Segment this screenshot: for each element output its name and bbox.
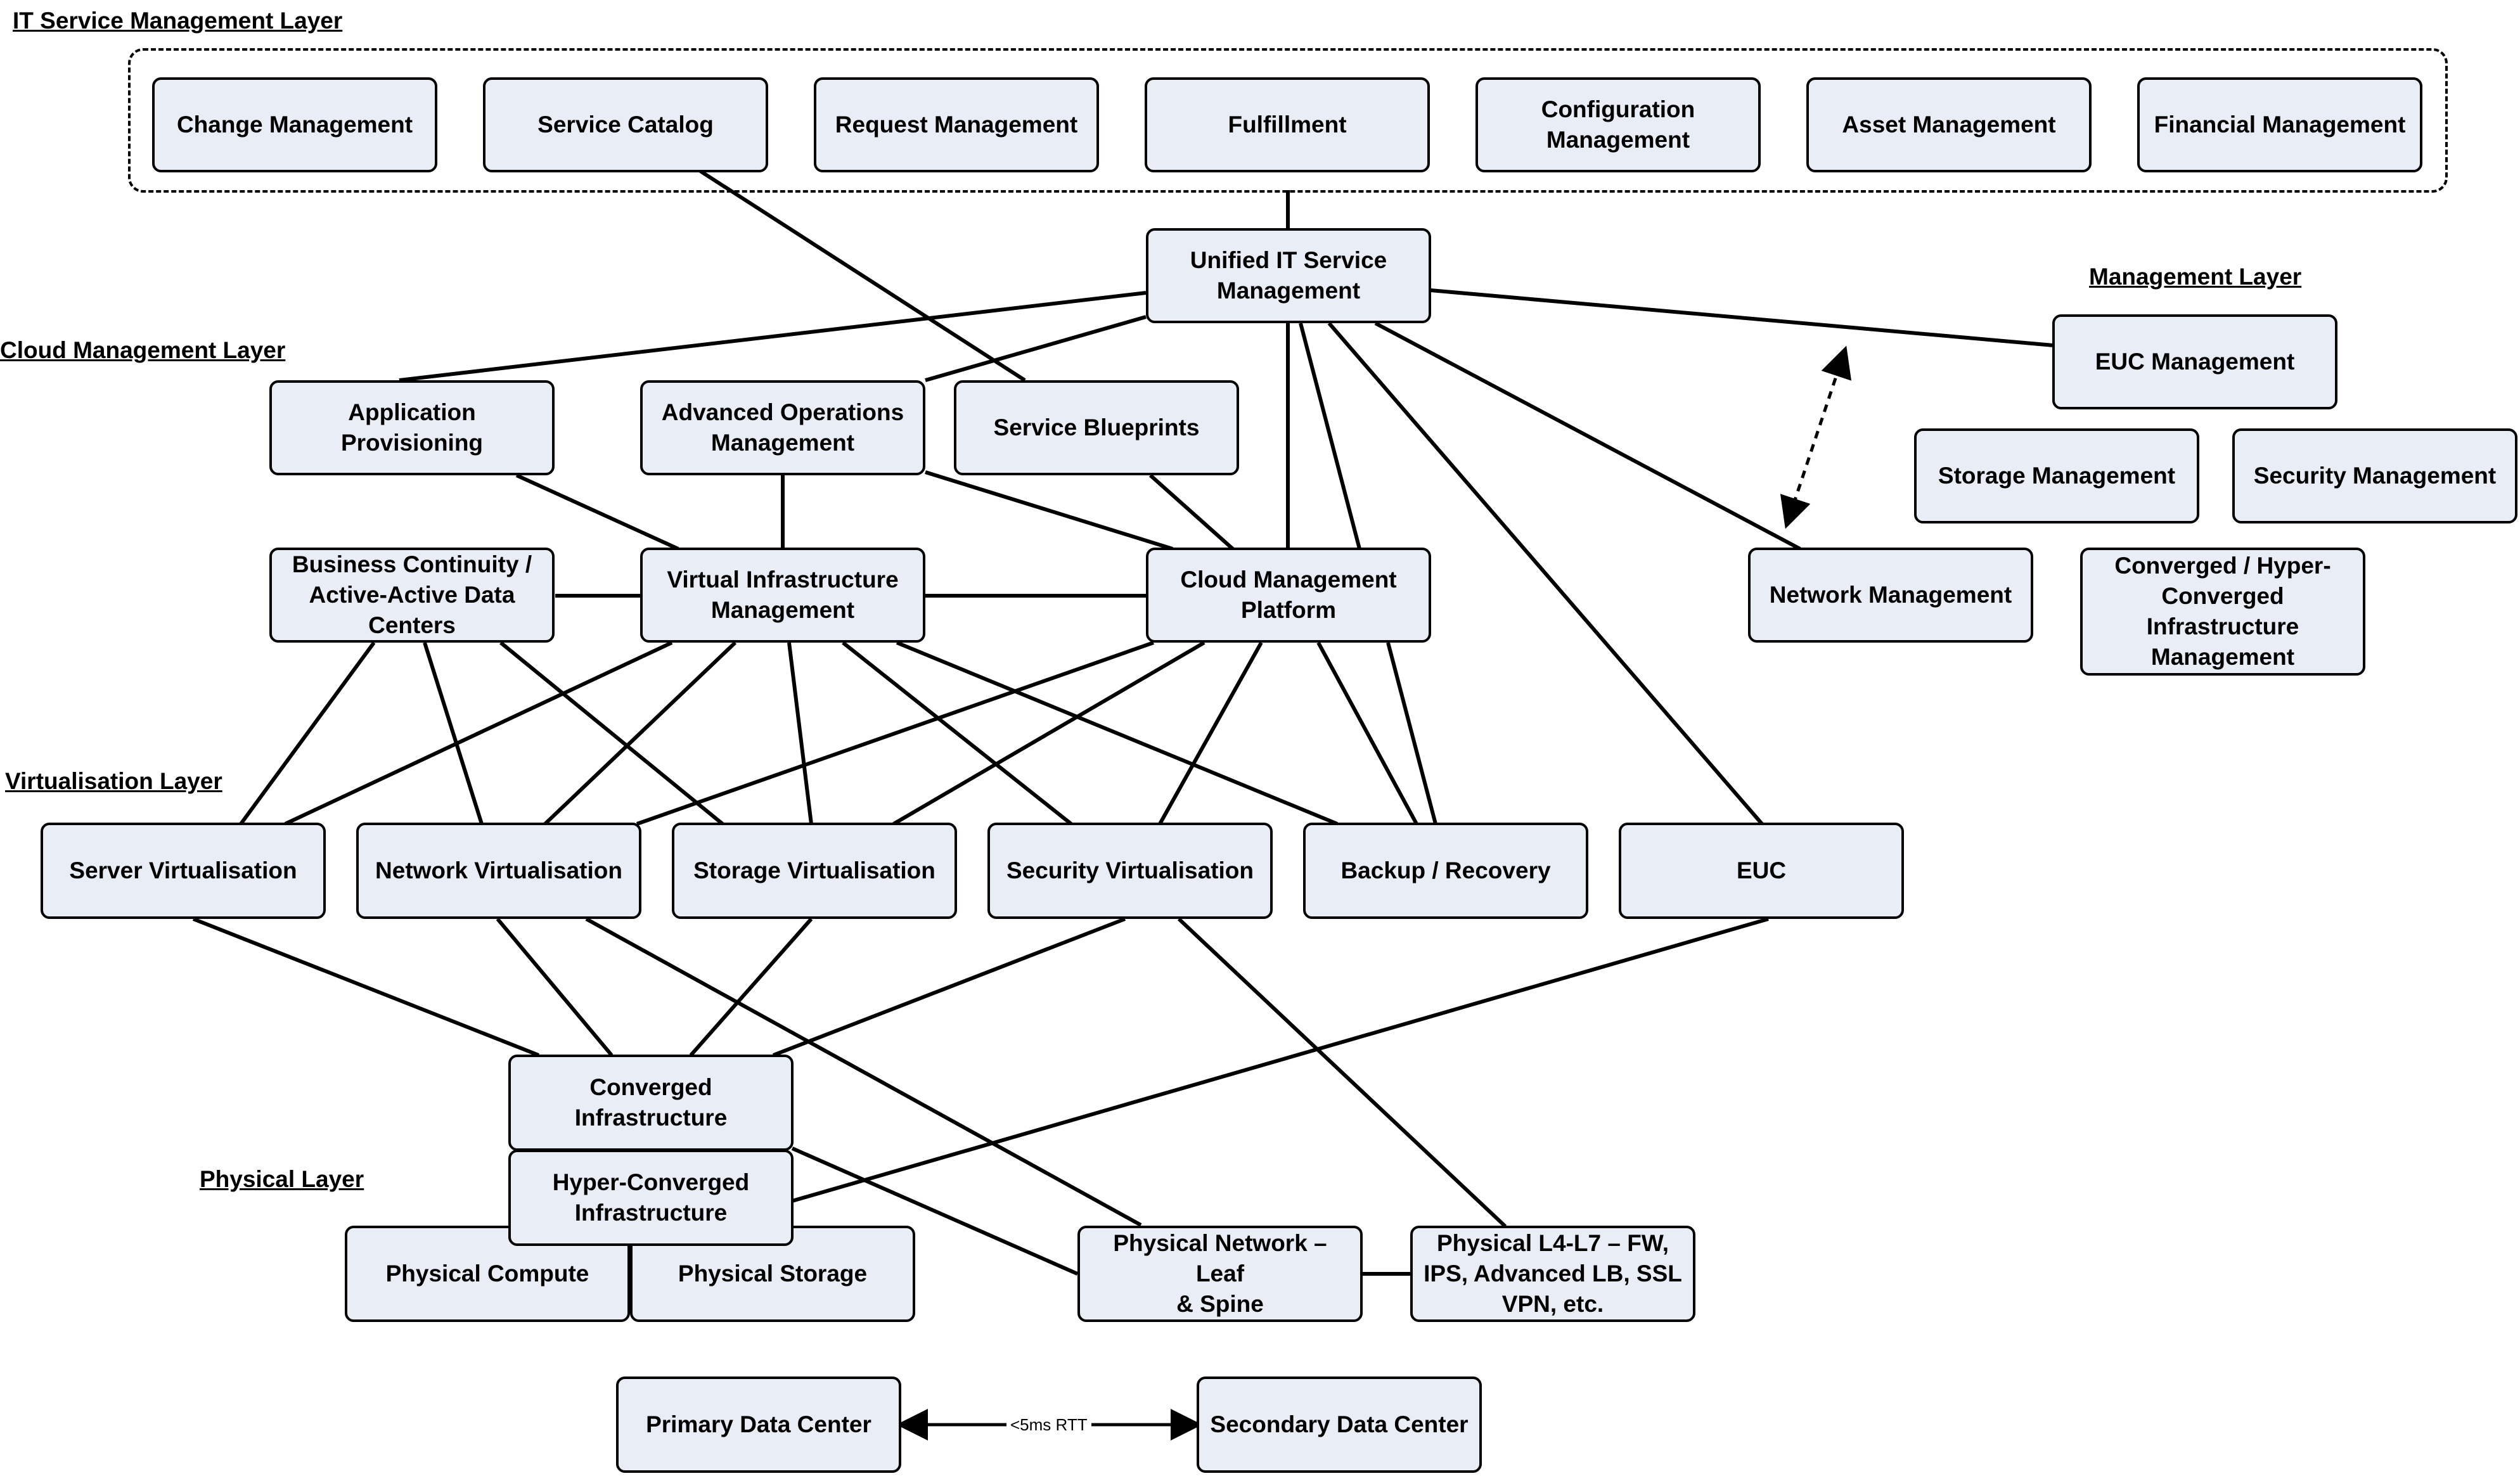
connector	[1299, 323, 1361, 549]
node-cloud-management-platform[interactable]: Cloud Management Platform	[1146, 548, 1431, 643]
node-physical-l4-l7[interactable]: Physical L4-L7 – FW, IPS, Advanced LB, S…	[1410, 1226, 1695, 1322]
node-primary-data-center[interactable]: Primary Data Center	[616, 1377, 901, 1473]
connector	[585, 917, 1142, 1227]
node-change-management[interactable]: Change Management	[152, 77, 437, 172]
node-converged-infrastructure[interactable]: Converged Infrastructure	[508, 1055, 794, 1151]
connector	[192, 917, 540, 1057]
connector	[239, 641, 376, 825]
node-euc-management[interactable]: EUC Management	[2052, 314, 2337, 409]
connector	[543, 641, 737, 826]
node-hyper-converged-infrastructure[interactable]: Hyper-Converged Infrastructure	[508, 1150, 794, 1246]
connector	[423, 642, 484, 825]
connector	[791, 1146, 1079, 1276]
connector	[787, 642, 813, 825]
layer-label-virtualisation: Virtualisation Layer	[5, 768, 222, 794]
layer-label-cloud: Cloud Management Layer	[0, 337, 286, 363]
itsm-group	[128, 48, 2448, 193]
connector	[772, 917, 1126, 1057]
connector	[496, 918, 614, 1056]
node-storage-management[interactable]: Storage Management	[1914, 428, 2199, 523]
connector	[842, 641, 1072, 826]
node-unified-it-service-management[interactable]: Unified IT Service Management	[1146, 228, 1431, 323]
connector	[699, 169, 1026, 382]
node-security-management[interactable]: Security Management	[2232, 428, 2517, 523]
node-service-catalog[interactable]: Service Catalog	[483, 77, 768, 172]
connector	[1430, 288, 2054, 347]
node-ci-hci-management[interactable]: Converged / Hyper- Converged Infrastruct…	[2080, 548, 2365, 676]
dashed-bidirectional-arrow	[1780, 345, 1852, 529]
rtt-label: <5ms RTT	[1006, 1416, 1091, 1433]
node-application-provisioning[interactable]: Application Provisioning	[269, 380, 555, 475]
connector	[636, 641, 1154, 826]
layer-label-management: Management Layer	[2089, 264, 2302, 290]
connector	[925, 470, 1173, 551]
node-network-virtualisation[interactable]: Network Virtualisation	[356, 823, 641, 919]
layer-label-itsm: IT Service Management Layer	[13, 8, 343, 34]
connector	[284, 641, 673, 826]
node-financial-management[interactable]: Financial Management	[2137, 77, 2422, 172]
node-storage-virtualisation[interactable]: Storage Virtualisation	[672, 823, 957, 919]
node-business-continuity[interactable]: Business Continuity / Active-Active Data…	[269, 548, 555, 643]
node-backup-recovery[interactable]: Backup / Recovery	[1303, 823, 1588, 919]
connector	[892, 641, 1205, 826]
connector	[689, 918, 813, 1056]
node-security-virtualisation[interactable]: Security Virtualisation	[987, 823, 1273, 919]
node-fulfillment[interactable]: Fulfillment	[1145, 77, 1430, 172]
node-network-management[interactable]: Network Management	[1748, 548, 2033, 643]
connector	[1158, 641, 1263, 825]
node-secondary-data-center[interactable]: Secondary Data Center	[1197, 1377, 1482, 1473]
connector	[1386, 642, 1437, 825]
connector	[1177, 917, 1507, 1228]
node-configuration-management[interactable]: Configuration Management	[1475, 77, 1761, 172]
connector	[896, 641, 1339, 826]
connector	[1149, 473, 1234, 551]
node-euc[interactable]: EUC	[1619, 823, 1904, 919]
connector	[499, 641, 724, 826]
layer-label-physical: Physical Layer	[200, 1166, 364, 1192]
connector	[792, 917, 1769, 1203]
node-physical-network[interactable]: Physical Network – Leaf & Spine	[1077, 1226, 1363, 1322]
connector	[515, 473, 679, 551]
connector	[1374, 321, 1801, 551]
node-advanced-operations-management[interactable]: Advanced Operations Management	[640, 380, 925, 475]
node-virtual-infrastructure-management[interactable]: Virtual Infrastructure Management	[640, 548, 925, 643]
node-request-management[interactable]: Request Management	[814, 77, 1099, 172]
connector	[925, 315, 1147, 382]
node-server-virtualisation[interactable]: Server Virtualisation	[41, 823, 326, 919]
connector	[399, 291, 1147, 382]
node-asset-management[interactable]: Asset Management	[1806, 77, 2092, 172]
connector	[1327, 322, 1764, 825]
node-service-blueprints[interactable]: Service Blueprints	[954, 380, 1239, 475]
connector	[1316, 641, 1418, 825]
